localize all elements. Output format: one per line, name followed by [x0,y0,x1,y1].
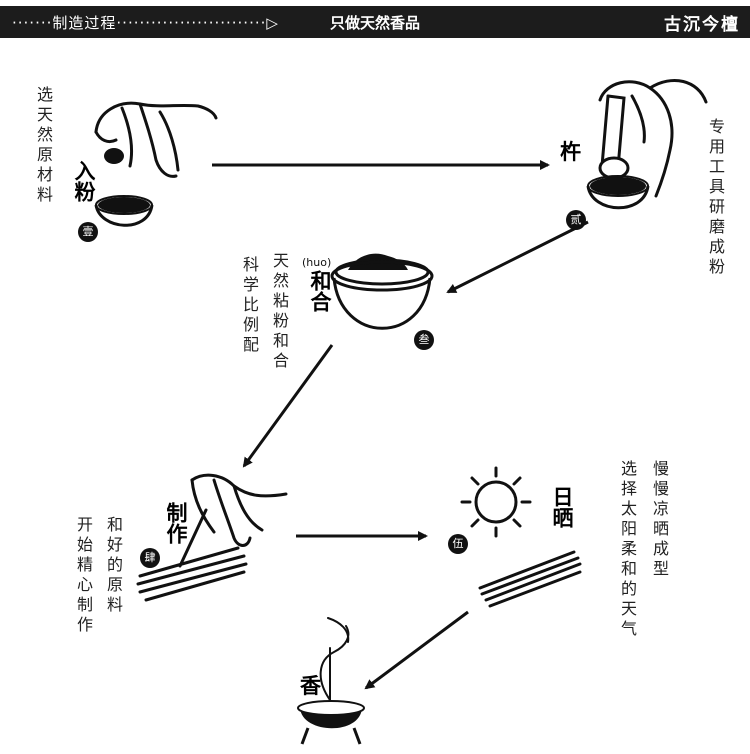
mixing-bowl-icon [330,253,434,330]
step4-description-b: 开始精心制作 [74,516,93,636]
incense-burner-icon [297,700,365,745]
step3-description-a: 天然粘粉和合 [270,252,289,372]
hand-pour-icon [94,101,218,178]
header-left-label: 制造过程 [52,14,117,32]
arrow-step2-to-step3 [446,220,589,294]
step2-description: 专用工具研磨成粉 [706,118,725,278]
step5-number-badge: 伍 [448,534,468,554]
mortar-icon [586,175,650,210]
bowl-1-icon [94,195,154,227]
step1-title: 入粉 [72,160,97,202]
smoke-icon [319,617,350,709]
arrow-step5-to-step6 [364,610,469,690]
header-center-label: 只做天然香品 [329,14,420,32]
step3-title: 和合 [308,270,333,312]
step2-number-badge: 贰 [566,210,586,230]
header-bar: ·······制造过程··························▷ 只… [0,6,750,38]
drying-sticks-icon [478,550,582,608]
step4-number-badge: 肆 [140,548,160,568]
step4-title: 制作 [164,502,189,544]
step6-title: 香 [300,673,321,698]
step3-number-badge: 叁 [414,330,434,350]
step5-description-a: 慢慢凉晒成型 [650,460,669,580]
dotted-line-left: ······· [12,14,53,32]
step5-title: 日晒 [550,486,575,528]
hand-rolling-icon [178,473,288,568]
powder-ball [104,148,124,164]
step3-description-b: 科学比例配 [240,256,259,356]
dotted-line-right: ··························▷ [116,14,279,32]
brand-name: 古沉今檀 [664,15,740,35]
arrow-step3-to-step4 [242,344,334,468]
header-left: ·······制造过程··························▷ [12,12,279,33]
step1-number-badge: 壹 [78,222,98,242]
step3-pinyin: (huo) [302,256,332,269]
incense-sticks-icon [136,546,248,602]
step4-description-a: 和好的原料 [104,516,123,616]
step5-description-b: 选择太阳柔和的天气 [618,460,637,640]
pestle-icon [598,79,708,198]
step2-title: 杵 [560,139,581,164]
sun-icon [460,466,532,538]
step1-description: 选天然原材料 [34,86,53,206]
